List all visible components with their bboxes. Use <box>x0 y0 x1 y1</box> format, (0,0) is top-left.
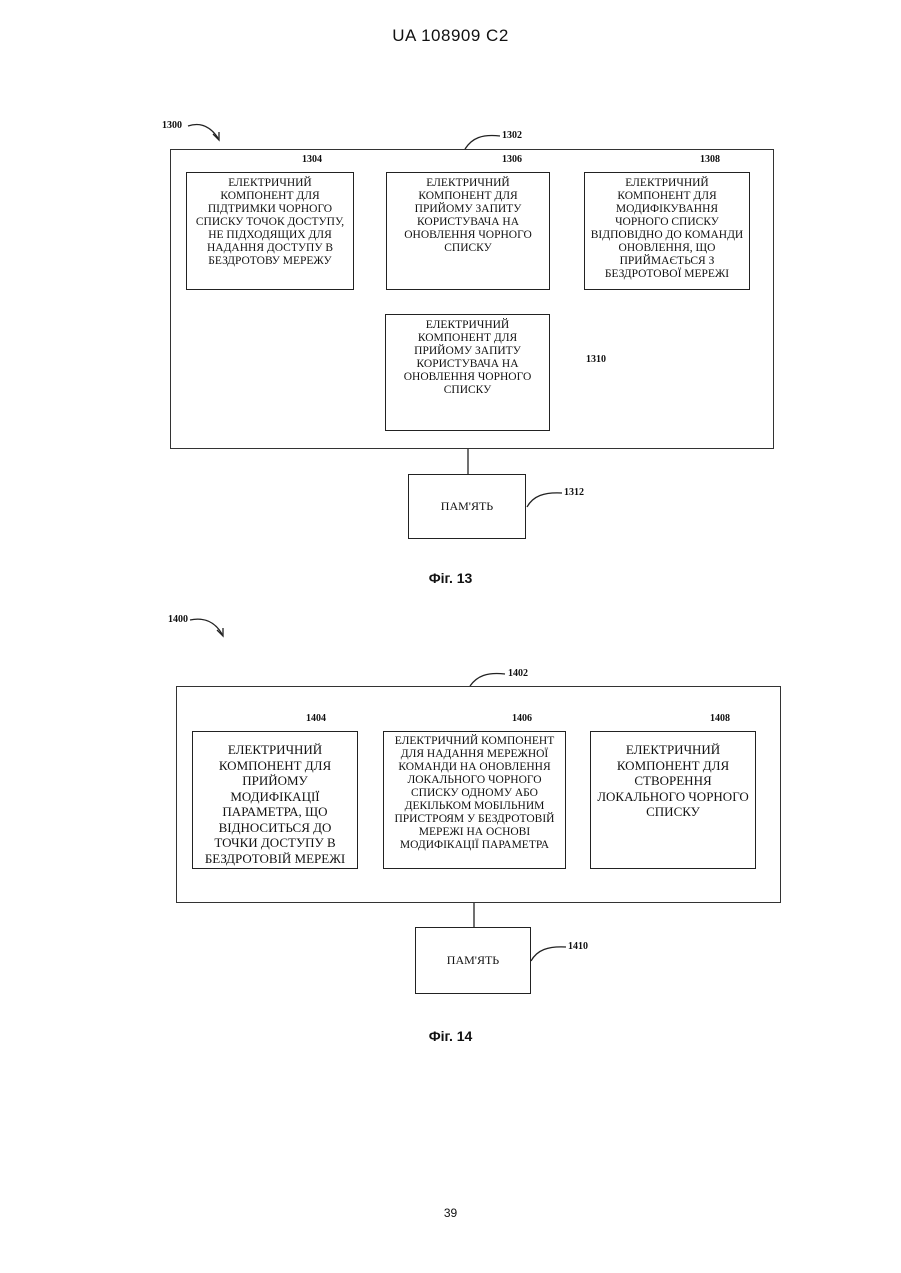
leader-1402 <box>470 674 505 687</box>
ref-label-1406: 1406 <box>512 713 532 724</box>
component-block-1406: ЕЛЕКТРИЧНИЙ КОМПОНЕНТ ДЛЯ НАДАННЯ МЕРЕЖН… <box>383 731 566 869</box>
component-block-1310: ЕЛЕКТРИЧНИЙ КОМПОНЕНТ ДЛЯ ПРИЙОМУ ЗАПИТУ… <box>385 314 550 431</box>
ref-label-1302: 1302 <box>502 130 522 141</box>
component-block-1404: ЕЛЕКТРИЧНИЙ КОМПОНЕНТ ДЛЯ ПРИЙОМУ МОДИФІ… <box>192 731 358 869</box>
ref-label-1410: 1410 <box>568 941 588 952</box>
component-block-1308: ЕЛЕКТРИЧНИЙ КОМПОНЕНТ ДЛЯ МОДИФІКУВАННЯ … <box>584 172 750 290</box>
ref-label-1402: 1402 <box>508 668 528 679</box>
leader-1410 <box>531 947 566 961</box>
component-block-1306: ЕЛЕКТРИЧНИЙ КОМПОНЕНТ ДЛЯ ПРИЙОМУ ЗАПИТУ… <box>386 172 550 290</box>
ref-label-1300: 1300 <box>162 120 182 131</box>
figure-caption-14: Фіг. 14 <box>0 1028 901 1044</box>
page-number: 39 <box>0 1206 901 1220</box>
figure-caption-13: Фіг. 13 <box>0 570 901 586</box>
ref-arrowhead-1300 <box>213 132 219 140</box>
leader-1302 <box>465 136 500 149</box>
ref-arrow-1400 <box>190 619 222 634</box>
ref-label-1312: 1312 <box>564 487 584 498</box>
ref-label-1310: 1310 <box>586 354 606 365</box>
ref-arrowhead-1400 <box>217 628 223 636</box>
memory-block-1410: ПАМ'ЯТЬ <box>415 927 531 994</box>
component-block-1408: ЕЛЕКТРИЧНИЙ КОМПОНЕНТ ДЛЯ СТВОРЕННЯ ЛОКА… <box>590 731 756 869</box>
ref-arrow-1300 <box>188 125 218 139</box>
ref-label-1404: 1404 <box>306 713 326 724</box>
memory-block-1312: ПАМ'ЯТЬ <box>408 474 526 539</box>
document-number: UA 108909 C2 <box>0 26 901 46</box>
component-block-1304: ЕЛЕКТРИЧНИЙ КОМПОНЕНТ ДЛЯ ПІДТРИМКИ ЧОРН… <box>186 172 354 290</box>
ref-label-1400: 1400 <box>168 614 188 625</box>
ref-label-1408: 1408 <box>710 713 730 724</box>
ref-label-1308: 1308 <box>700 154 720 165</box>
ref-label-1306: 1306 <box>502 154 522 165</box>
leader-1312 <box>527 493 562 507</box>
ref-label-1304: 1304 <box>302 154 322 165</box>
